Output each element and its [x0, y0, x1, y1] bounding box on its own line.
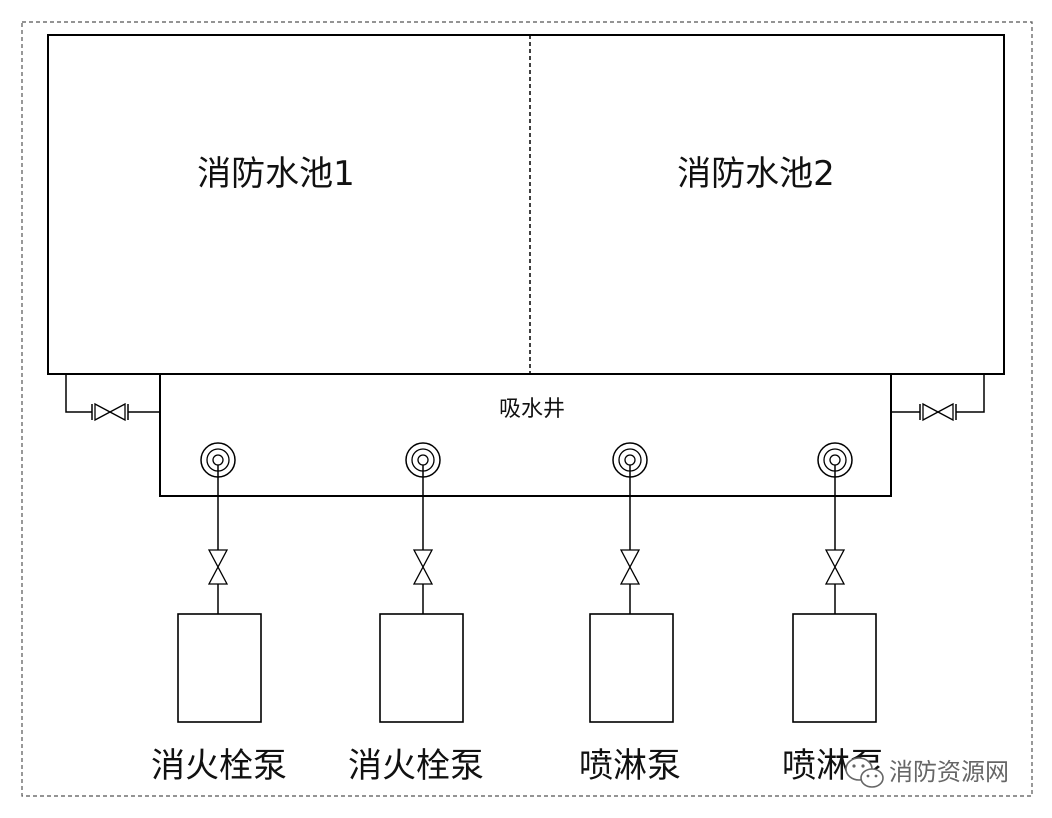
watermark-text: 消防资源网: [889, 758, 1009, 786]
pump-1-label: 消火栓泵: [151, 746, 287, 786]
left-gate-valve: [91, 402, 129, 422]
right-gate-valve: [919, 402, 957, 422]
gate-valve: [824, 549, 846, 585]
suction-well: [159, 374, 892, 497]
pump-2-label: 消火栓泵: [348, 746, 484, 786]
pump-box: [379, 613, 464, 723]
fire-water-tank: [47, 34, 1005, 375]
pump-branch-2: [379, 442, 464, 723]
pump-box: [177, 613, 262, 723]
pump-3-label: 喷淋泵: [579, 746, 681, 786]
gate-valve: [207, 549, 229, 585]
suction-well-label: 吸水井: [499, 397, 565, 422]
gate-valve: [619, 549, 641, 585]
tank-1-label: 消防水池1: [197, 154, 355, 194]
wechat-icon: [845, 757, 884, 788]
left-connecting-pipe: [65, 374, 160, 422]
pump-box: [792, 613, 877, 723]
outer-frame: [21, 21, 1033, 797]
tank-2-label: 消防水池2: [677, 154, 835, 194]
watermark: 消防资源网: [845, 757, 1009, 788]
pump-branch-3: [589, 442, 674, 723]
pump-box: [589, 613, 674, 723]
pump-branch-4: [792, 442, 877, 723]
gate-valve: [412, 549, 434, 585]
right-connecting-pipe: [891, 374, 985, 422]
pump-branch-1: [177, 442, 262, 723]
